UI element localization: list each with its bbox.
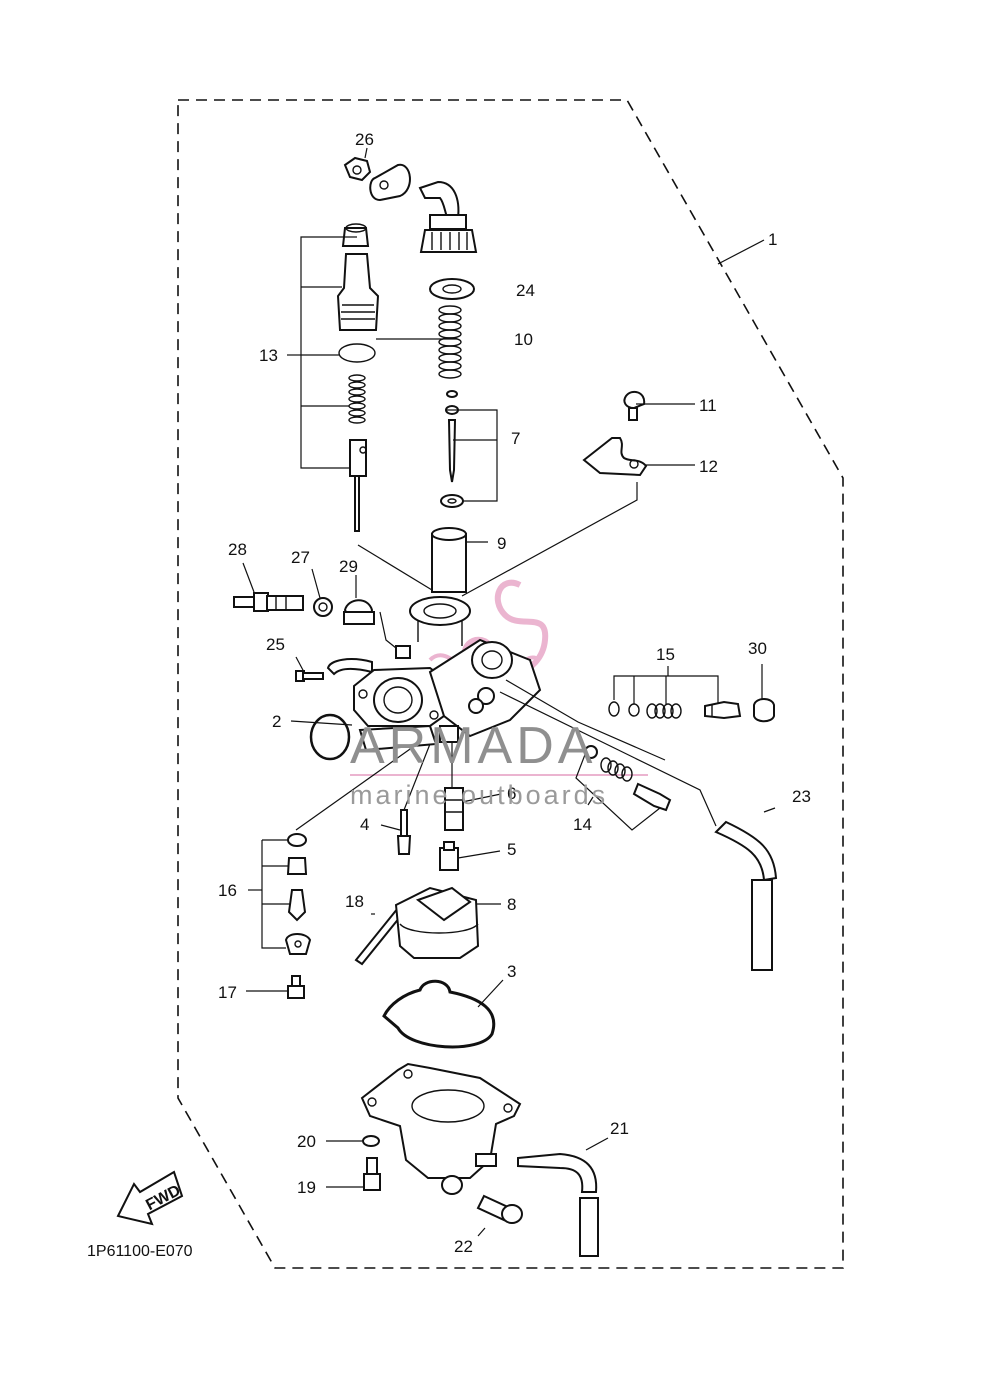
callout-27: 27 [291, 548, 310, 567]
diagram-code: 1P61100-E070 [87, 1243, 193, 1260]
callout-9: 9 [497, 534, 506, 553]
callout-labels: 1 2 3 4 5 6 7 8 9 10 11 12 13 14 15 16 1… [218, 130, 811, 1256]
part-25-screw [295, 670, 324, 682]
callout-24: 24 [516, 281, 535, 300]
part-19-screw [363, 1157, 381, 1191]
part-3-gasket [382, 979, 496, 1049]
callout-25: 25 [266, 635, 285, 654]
part-22-drain-screw [476, 1194, 523, 1224]
leader-lines [242, 147, 776, 1237]
callout-21: 21 [610, 1119, 629, 1138]
callout-26: 26 [355, 130, 374, 149]
callout-28: 28 [228, 540, 247, 559]
callout-20: 20 [297, 1132, 316, 1151]
callout-13: 13 [259, 346, 278, 365]
callout-22: 22 [454, 1237, 473, 1256]
part-16-needle-valve [284, 833, 312, 955]
callout-1: 1 [768, 230, 777, 249]
assembly-boundary [177, 99, 844, 1269]
callout-19: 19 [297, 1178, 316, 1197]
throttle-cable-elbow [418, 180, 478, 253]
part-10-spring [438, 305, 462, 379]
part-24-washer [429, 278, 475, 300]
part-15-pilot-screw-set [608, 700, 742, 720]
part-26-cap [343, 156, 411, 202]
part-14-stop-screw-set [584, 745, 672, 812]
callout-30: 30 [748, 639, 767, 658]
callout-12: 12 [699, 457, 718, 476]
callout-17: 17 [218, 983, 237, 1002]
callout-5: 5 [507, 840, 516, 859]
fwd-arrow-icon: FWD [116, 1170, 183, 1226]
callout-7: 7 [511, 429, 520, 448]
callout-6: 6 [507, 784, 516, 803]
part-20-washer [362, 1135, 380, 1147]
part-17-screw [287, 975, 305, 999]
callout-23: 23 [792, 787, 811, 806]
part-4-pilot-jet [396, 809, 412, 855]
part-21-drain-hose [517, 1152, 599, 1257]
callout-11: 11 [699, 396, 717, 415]
callout-15: 15 [656, 645, 675, 664]
part-9-throttle-valve [431, 527, 467, 593]
callout-29: 29 [339, 557, 358, 576]
part-12-plate [582, 437, 648, 477]
vent-hose [326, 658, 373, 676]
callout-8: 8 [507, 895, 516, 914]
float-chamber [360, 1062, 522, 1195]
part-13-starter-plunger [336, 223, 380, 532]
callout-3: 3 [507, 962, 516, 981]
callout-2: 2 [272, 712, 281, 731]
part-30-cap [753, 698, 775, 723]
callout-18: 18 [345, 892, 364, 911]
part-6-main-nozzle [444, 787, 464, 831]
callout-16: 16 [218, 881, 237, 900]
part-29-clip [343, 599, 375, 625]
part-7-jet-needle [440, 390, 464, 508]
part-23-hose [714, 820, 778, 971]
part-2-o-ring [309, 713, 351, 761]
part-28-fitting [233, 592, 304, 612]
part-27-washer [313, 597, 333, 617]
callout-10: 10 [514, 330, 533, 349]
callout-14: 14 [573, 815, 592, 834]
watermark-brand: ARMADA [350, 717, 596, 775]
part-5-main-jet [439, 841, 459, 871]
part-11-screw [623, 390, 646, 421]
callout-4: 4 [360, 815, 369, 834]
watermark-tagline: marine outboards [350, 780, 608, 810]
part-8-float [394, 886, 480, 959]
